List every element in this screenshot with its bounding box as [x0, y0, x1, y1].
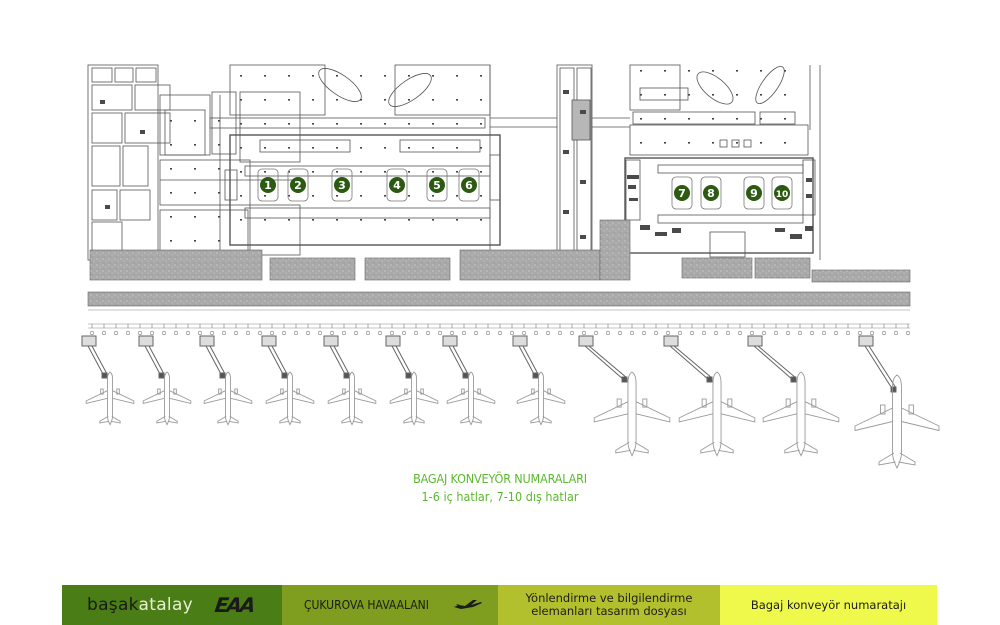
aircraft-small-8	[516, 371, 566, 426]
conveyor-number-badge	[290, 177, 306, 193]
conveyor-number-badge	[429, 177, 445, 193]
aircraft-small-6	[389, 371, 439, 426]
conveyor-belt-outline	[426, 168, 448, 202]
jet-bridge	[261, 335, 288, 379]
conveyor-belt-outline	[287, 168, 309, 202]
footer-brand-segment: başakatalay EAA	[62, 585, 282, 625]
footer-sheet-segment: Bagaj konveyör numaratajı	[720, 585, 937, 625]
company-logo-part1: başak	[87, 595, 139, 615]
airport-name: ÇUKUROVA HAVAALANI	[303, 598, 429, 612]
footer-document-segment: Yönlendirme ve bilgilendirme elemanları …	[498, 585, 720, 625]
client-logo: EAA	[213, 593, 256, 617]
apron-edge	[87, 219, 911, 307]
title-block-footer: başakatalay EAA ÇUKUROVA HAVAALANI Yönle…	[62, 585, 937, 625]
equipment-clusters	[100, 90, 813, 239]
jet-bridge	[323, 335, 350, 379]
conveyor-5: 5	[426, 168, 448, 202]
jet-bridge	[442, 335, 469, 379]
conveyor-10: 10	[771, 176, 793, 210]
domestic-baggage-hall	[209, 64, 501, 250]
conveyor-number-badge	[746, 185, 762, 201]
jet-bridge	[858, 335, 897, 393]
apron-lines	[88, 309, 910, 329]
aircraft-small-2	[142, 371, 192, 426]
conveyor-number-badge	[260, 177, 276, 193]
jet-bridge	[138, 335, 165, 379]
conveyor-number-label: 2	[294, 179, 302, 192]
baggage-conveyors: 1 2 3 4 5 6 7 8 9 10	[257, 168, 793, 210]
conveyor-number-label: 4	[393, 179, 401, 192]
sheet-title: Bagaj konveyör numaratajı	[750, 598, 907, 612]
international-baggage-hall	[624, 64, 821, 260]
jet-bridge	[512, 335, 539, 379]
aircraft-large-3	[762, 371, 840, 457]
conveyor-9: 9	[743, 176, 765, 210]
aircraft-small-1	[85, 371, 135, 426]
conveyor-number-label: 8	[707, 187, 715, 200]
conveyor-number-label: 7	[678, 187, 686, 200]
conveyor-7: 7	[671, 176, 693, 210]
left-office-block	[87, 64, 301, 261]
aircraft-small-5	[327, 371, 377, 426]
footer-airport-segment: ÇUKUROVA HAVAALANI	[282, 585, 498, 625]
plan-caption: BAGAJ KONVEYÖR NUMARALARI 1-6 iç hatlar,…	[380, 470, 620, 506]
conveyor-1: 1	[257, 168, 279, 202]
jet-bridge	[578, 335, 628, 383]
conveyor-3: 3	[331, 168, 353, 202]
conveyor-number-badge	[703, 185, 719, 201]
conveyor-number-label: 6	[465, 179, 473, 192]
jet-bridge	[81, 335, 108, 379]
jet-bridge	[663, 335, 713, 383]
company-logo: başakatalay	[87, 595, 193, 615]
jet-bridge	[385, 335, 412, 379]
conveyor-belt-outline	[700, 176, 722, 210]
caption-subtitle: 1-6 iç hatlar, 7-10 dış hatlar	[421, 489, 579, 504]
conveyor-4: 4	[386, 168, 408, 202]
conveyor-belt-outline	[671, 176, 693, 210]
jet-bridge	[747, 335, 797, 383]
aircraft-small-7	[446, 371, 496, 426]
aircraft-stands	[81, 335, 940, 470]
document-title-line1: Yönlendirme ve bilgilendirme	[525, 591, 693, 605]
aircraft-small-4	[265, 371, 315, 426]
conveyor-belt-outline	[458, 168, 480, 202]
airplane-icon	[453, 595, 483, 615]
conveyor-number-badge	[774, 185, 790, 201]
conveyor-belt-outline	[743, 176, 765, 210]
conveyor-belt-outline	[331, 168, 353, 202]
conveyor-number-badge	[461, 177, 477, 193]
conveyor-belt-outline	[386, 168, 408, 202]
conveyor-2: 2	[287, 168, 309, 202]
jet-bridge	[199, 335, 226, 379]
aircraft-large-2	[678, 371, 756, 457]
conveyor-number-label: 10	[776, 190, 789, 200]
conveyor-number-label: 1	[264, 179, 272, 192]
document-title-line2: elemanları tasarım dosyası	[531, 604, 687, 618]
aircraft-small-3	[203, 371, 253, 426]
aircraft-large-4	[854, 374, 940, 470]
terminal-floor-plan: 1 2 3 4 5 6 7 8 9 10	[81, 64, 940, 470]
caption-title: BAGAJ KONVEYÖR NUMARALARI	[413, 471, 587, 486]
conveyor-number-label: 3	[338, 179, 346, 192]
conveyor-belt-outline	[771, 176, 793, 210]
column-grid	[170, 70, 786, 242]
conveyor-number-badge	[334, 177, 350, 193]
company-logo-part2: atalay	[138, 595, 194, 615]
conveyor-8: 8	[700, 176, 722, 210]
conveyor-number-label: 5	[433, 179, 441, 192]
conveyor-6: 6	[458, 168, 480, 202]
conveyor-number-badge	[674, 185, 690, 201]
aircraft-large-1	[593, 371, 671, 457]
conveyor-number-label: 9	[750, 187, 758, 200]
apron-markers	[89, 324, 911, 336]
conveyor-belt-outline	[257, 168, 279, 202]
conveyor-number-badge	[389, 177, 405, 193]
